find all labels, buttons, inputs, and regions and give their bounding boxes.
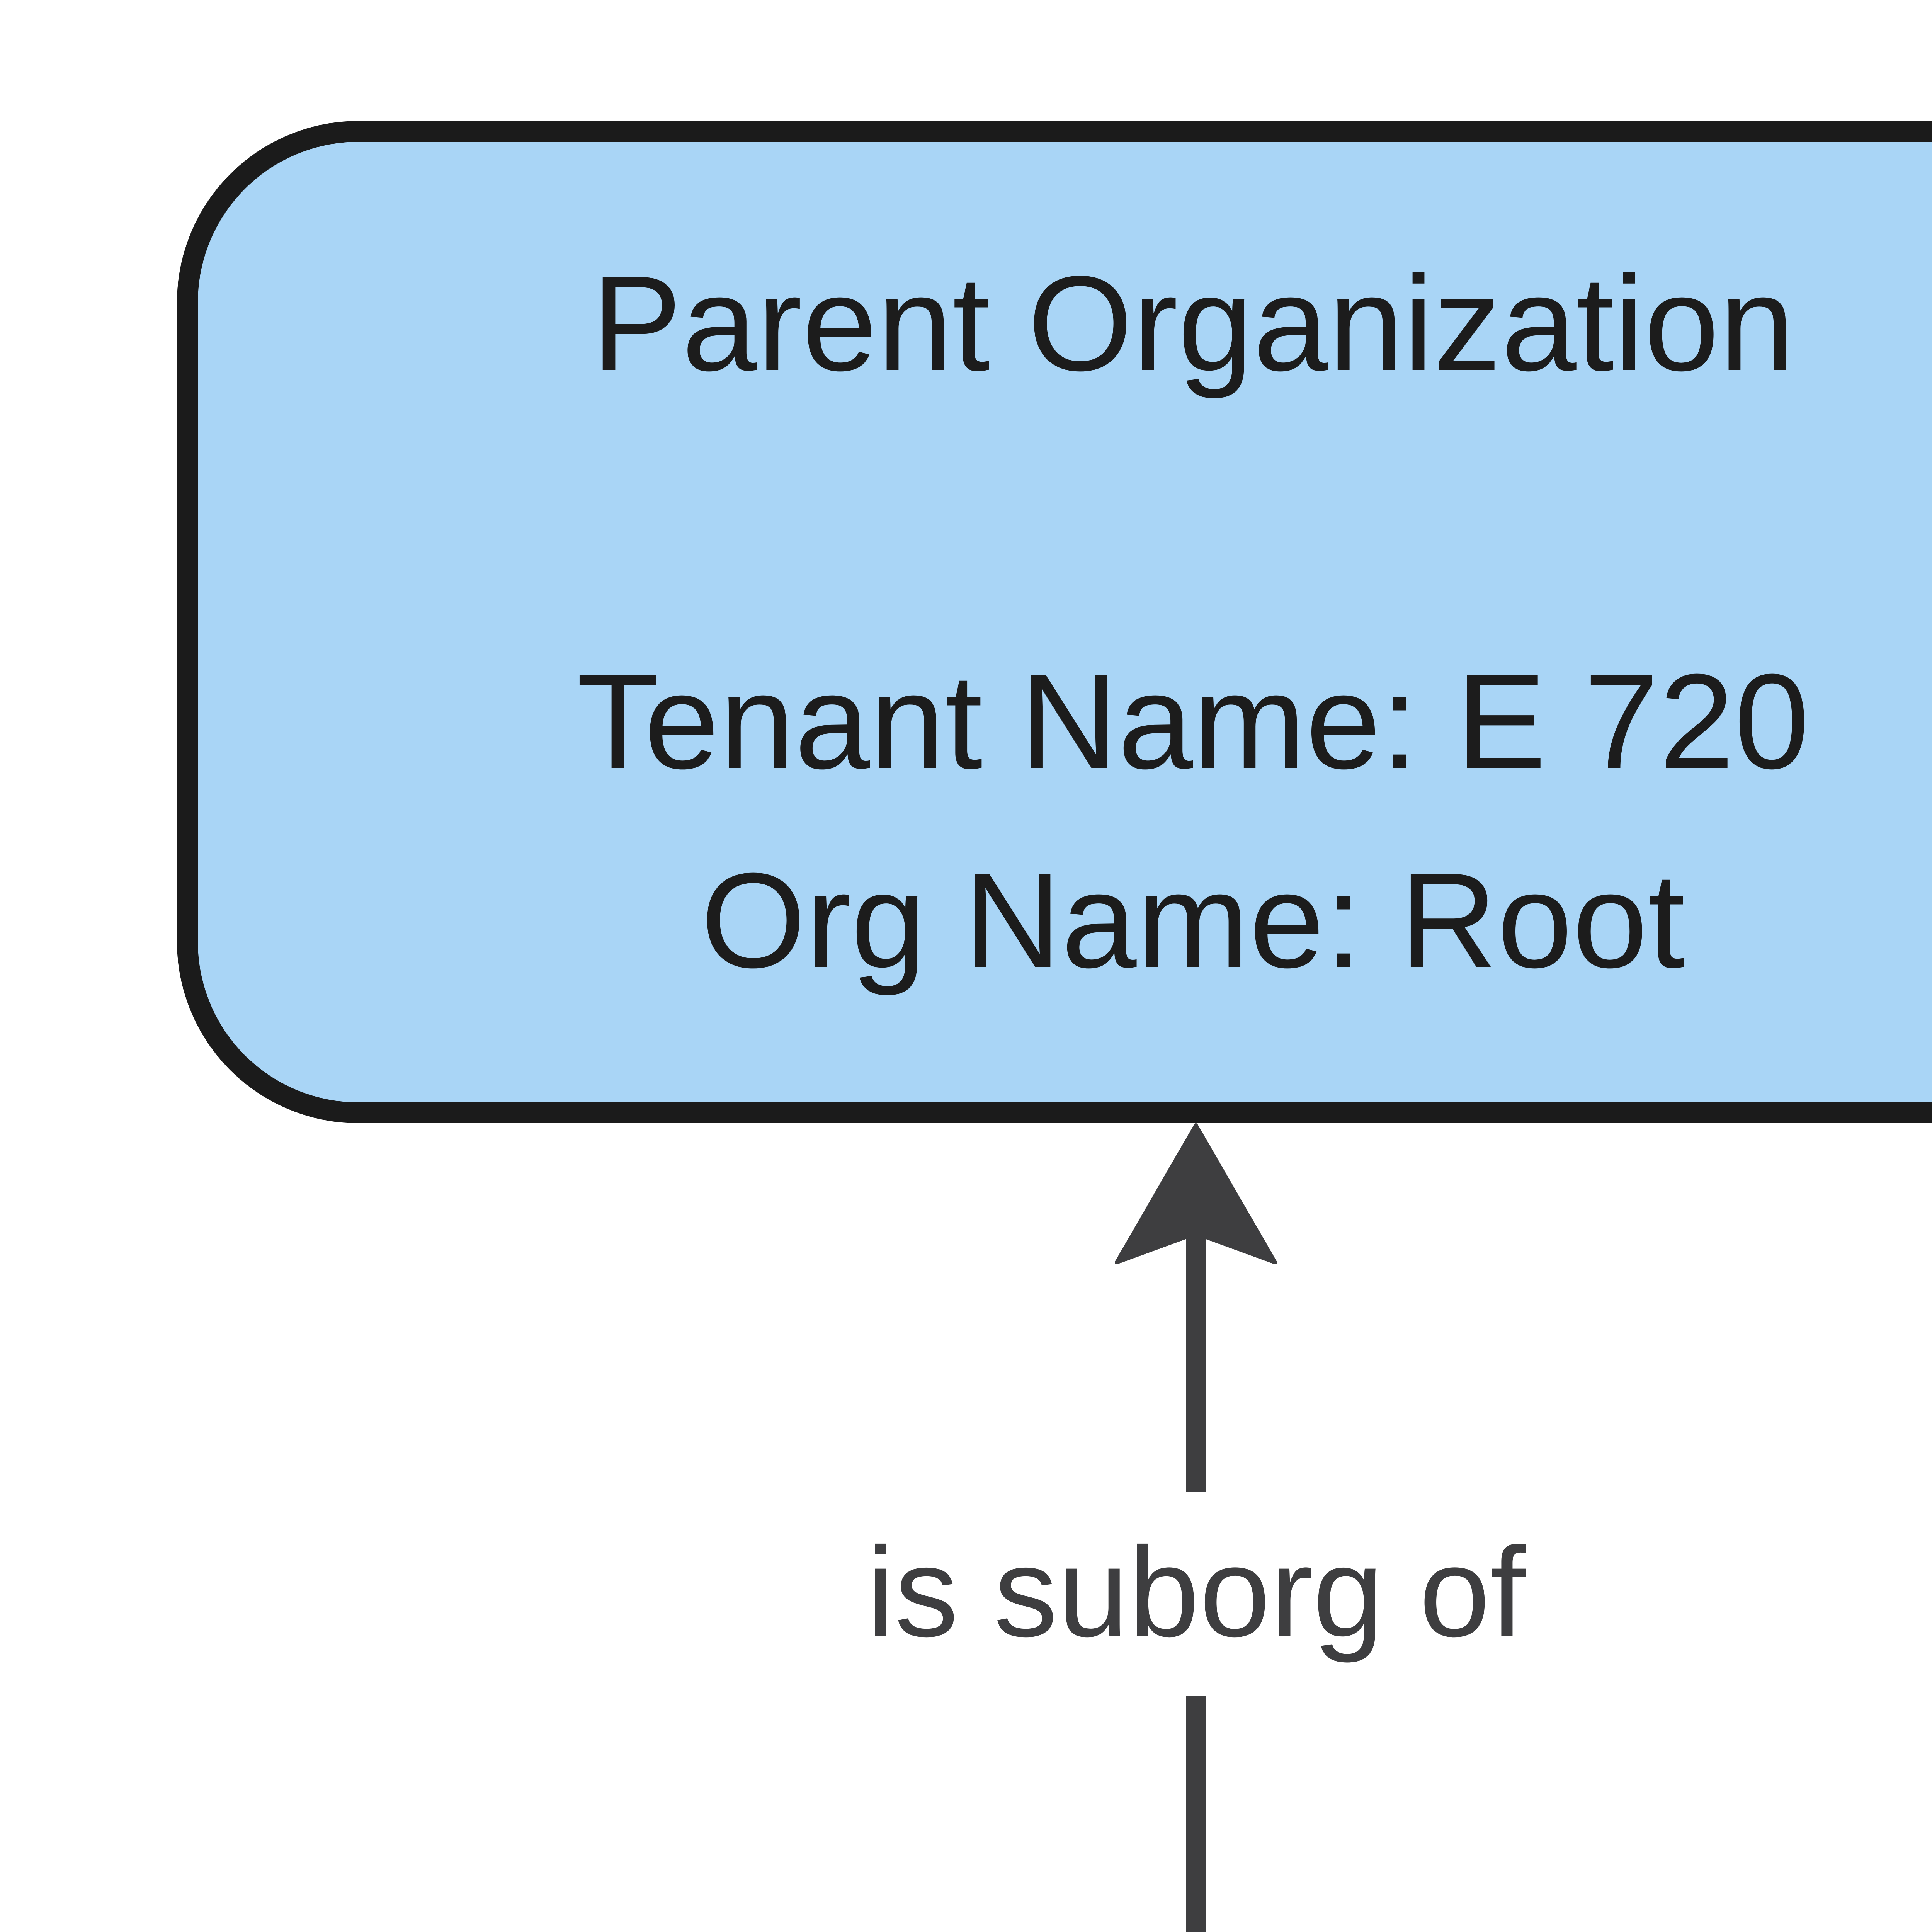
parent-tenant-name-line: Tenant Name: E 720 [577, 646, 1810, 797]
spacer-line [577, 423, 1810, 622]
parent-org-name-line: Org Name: Root [701, 845, 1685, 996]
parent-organization-text-block: Parent Organization Tenant Name: E 720 O… [577, 224, 1810, 1020]
suborg-edge-label: is suborg of [866, 1520, 1526, 1663]
parent-organization-node: Parent Organization Tenant Name: E 720 O… [177, 121, 1932, 1123]
edge-line-lower-segment [1186, 1696, 1206, 1932]
edge-line-upper-segment [1186, 1217, 1206, 1492]
parent-organization-title: Parent Organization [592, 248, 1794, 399]
